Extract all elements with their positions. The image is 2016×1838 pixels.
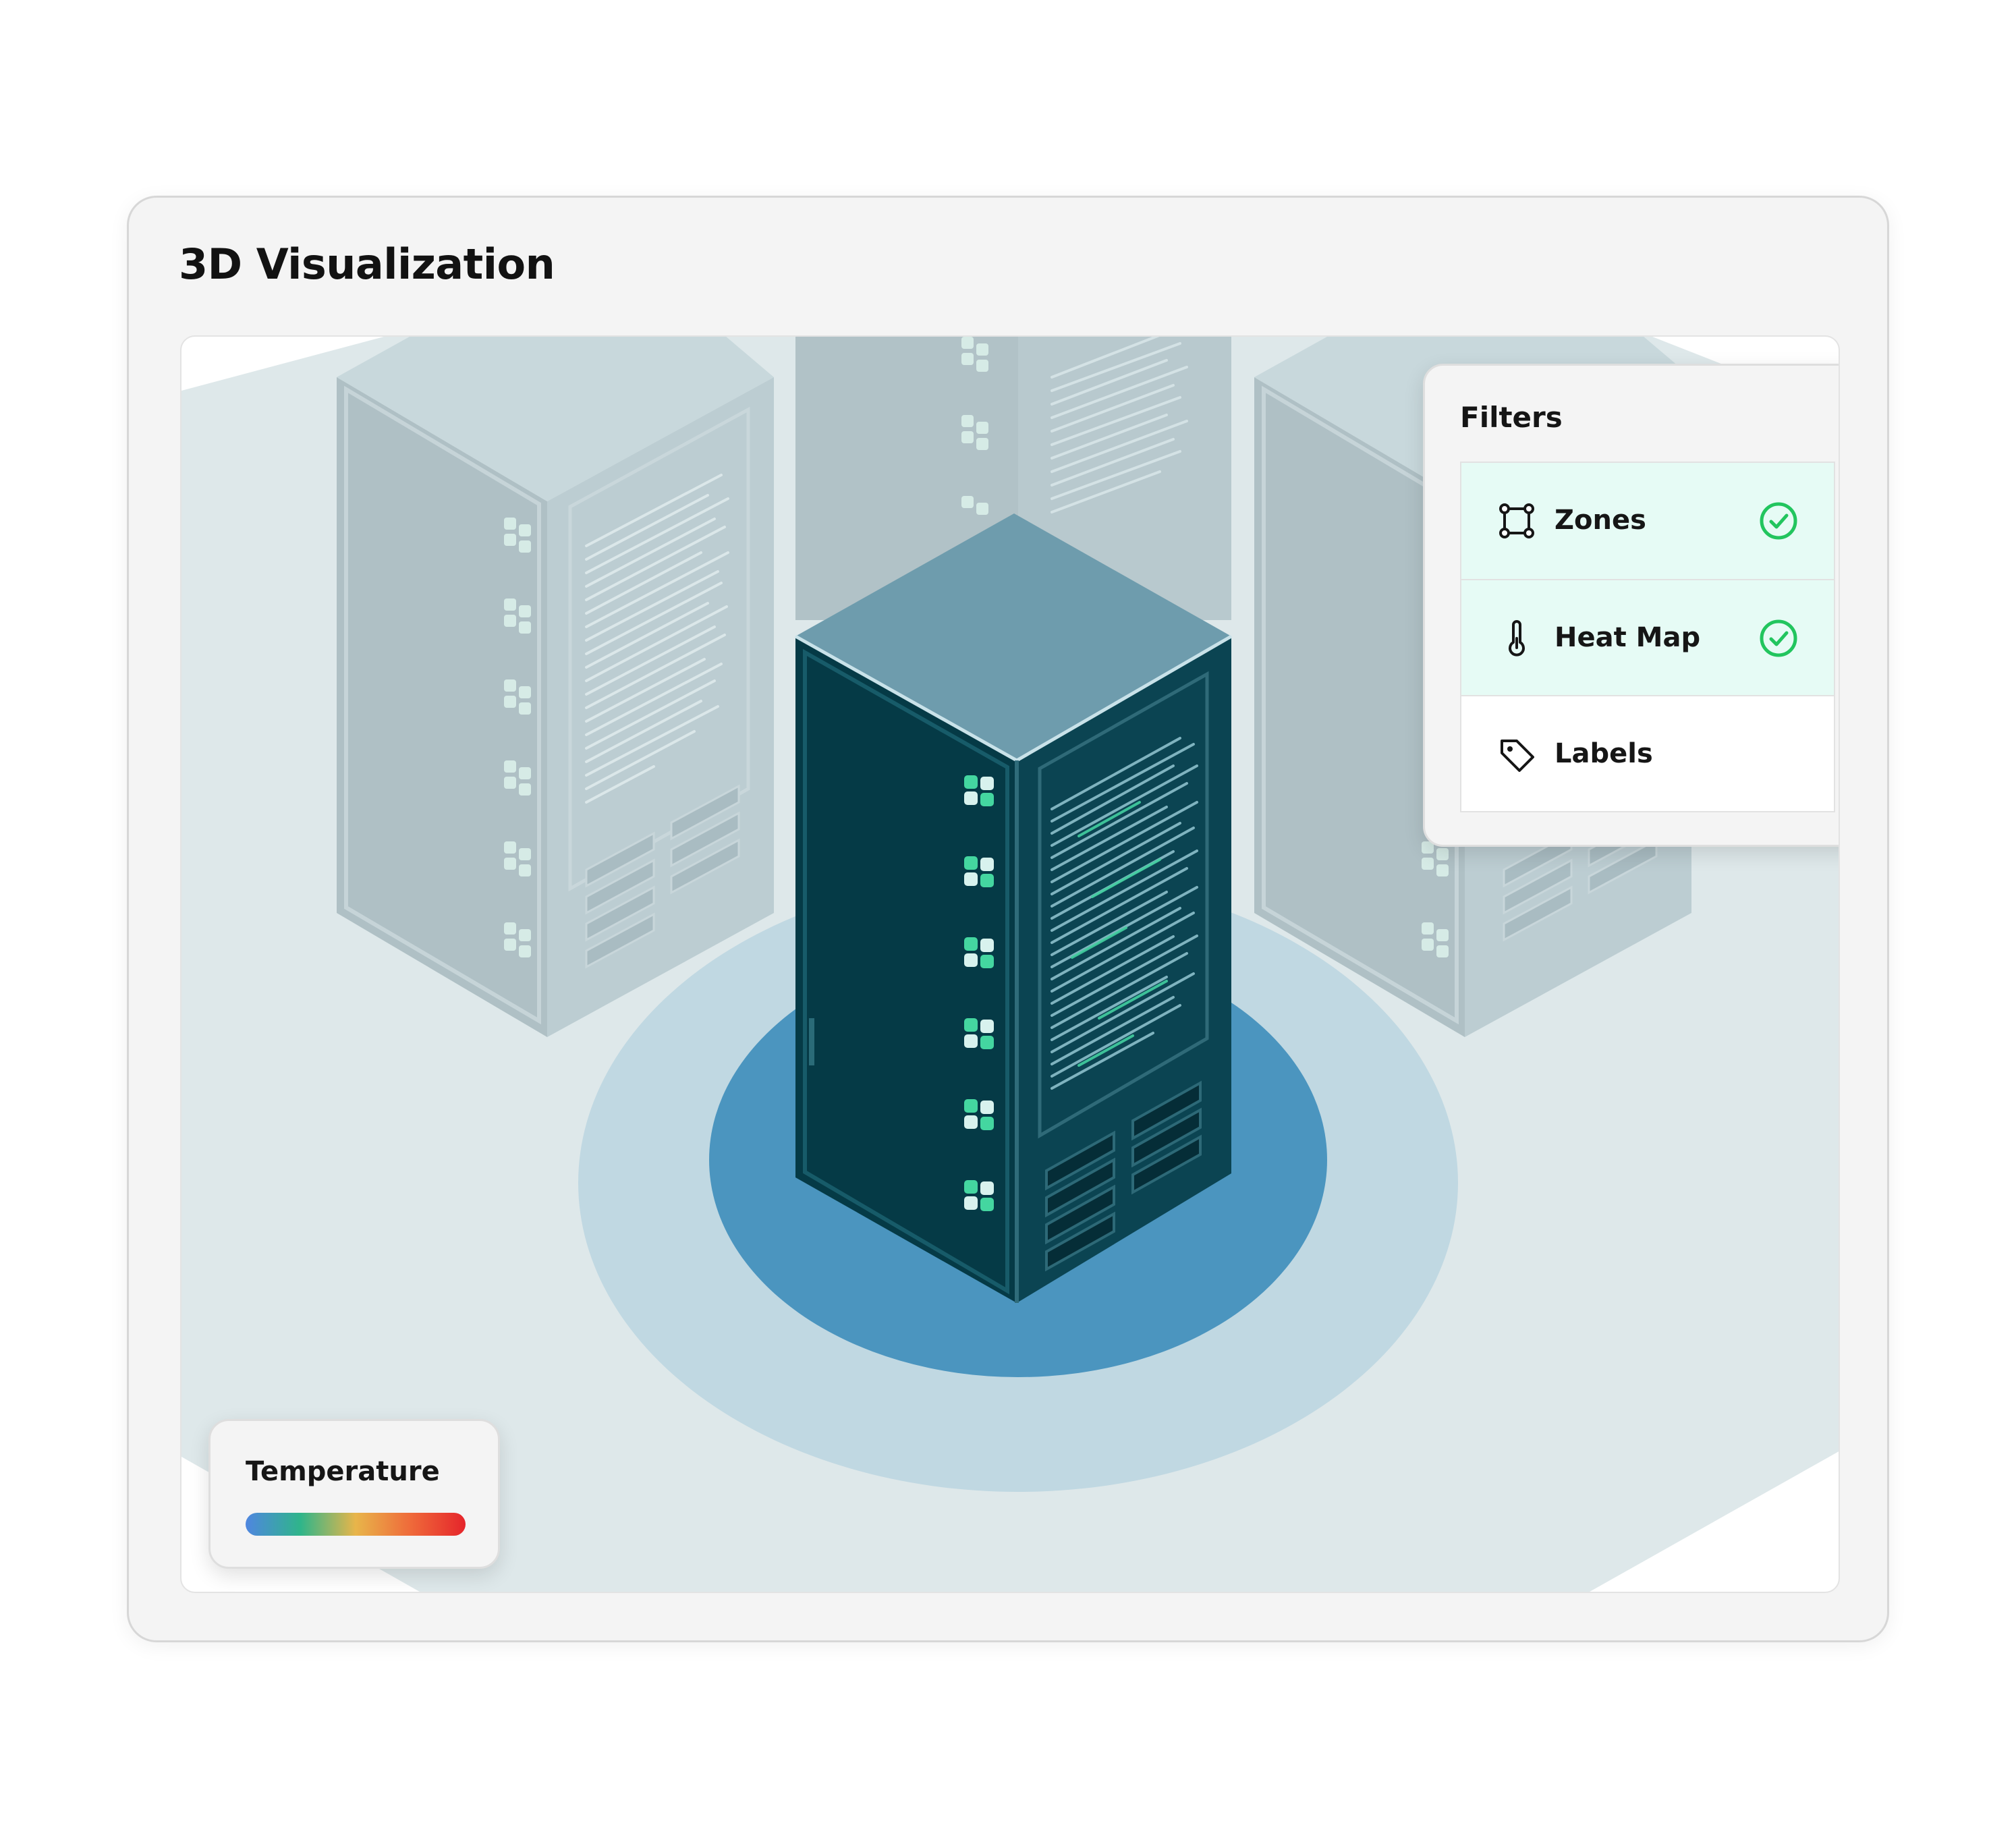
thermometer-icon	[1509, 620, 1525, 657]
check-circle-icon[interactable]	[1758, 501, 1799, 541]
filter-label-labels: Labels	[1555, 738, 1653, 769]
check-circle-icon[interactable]	[1758, 618, 1799, 659]
filter-label-heat-map: Heat Map	[1555, 622, 1701, 653]
filters-panel: Filters Zones	[1423, 364, 1839, 847]
server-rack-selected[interactable]	[794, 513, 1233, 1303]
filter-list: Zones Heat Map	[1460, 462, 1835, 812]
temperature-gradient-bar	[246, 1513, 466, 1536]
filters-title: Filters	[1460, 401, 1563, 434]
temperature-legend: Temperature	[208, 1419, 500, 1569]
filter-item-zones[interactable]: Zones	[1461, 463, 1834, 579]
tag-icon	[1501, 740, 1534, 772]
page-title: 3D Visualization	[179, 240, 555, 289]
zones-icon	[1499, 503, 1534, 538]
filter-item-heat-map[interactable]: Heat Map	[1461, 579, 1834, 695]
rack-status-leds	[964, 775, 994, 1211]
3d-viewport[interactable]: Filters Zones	[180, 335, 1840, 1593]
filter-label-zones: Zones	[1555, 505, 1646, 536]
filter-item-labels[interactable]: Labels	[1461, 695, 1834, 811]
server-rack-ghost-left	[337, 337, 774, 1037]
visualization-card: 3D Visualization	[127, 196, 1889, 1642]
server-rack-ghost-back	[795, 337, 1231, 620]
legend-title: Temperature	[246, 1456, 440, 1487]
